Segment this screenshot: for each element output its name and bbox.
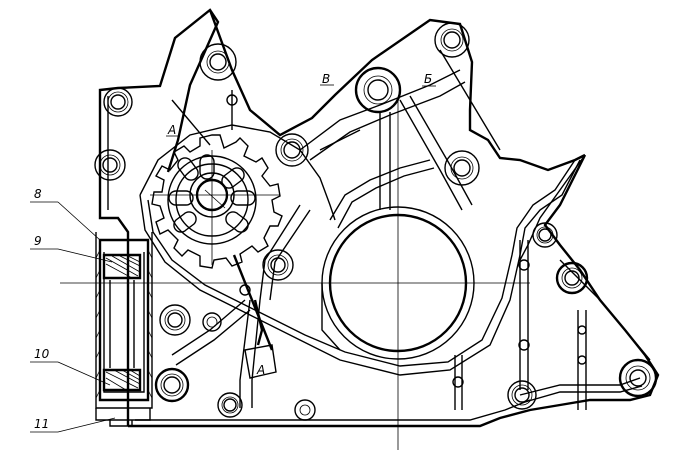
bolt-boss [294,399,316,421]
callout-11: 11 [34,417,49,431]
small-hole [518,259,530,271]
bolt-boss [532,222,558,248]
housing-outline [98,8,660,428]
bolt-boss [103,87,133,117]
view-label-b-alt: Б [424,72,432,86]
bolt-boss [217,392,243,418]
drive-gear [151,134,283,269]
callout-8: 8 [34,187,42,201]
callout-leaders [30,201,116,433]
bolt-boss [159,304,191,336]
small-hole [518,339,530,351]
main-bore [321,206,475,360]
section-label-a-top: A [167,123,176,137]
section-label-a-bottom: A [256,363,265,377]
bolt-boss [555,261,589,295]
relief-valve-section [95,232,153,427]
inner-cavity-outline [139,69,581,376]
bolt-boss [154,367,190,403]
bolt-boss [94,149,126,181]
small-hole [226,94,238,106]
center-axes [60,100,530,450]
bolt-boss [262,249,294,281]
callout-9: 9 [34,234,42,248]
bolt-boss [434,22,470,58]
bolt-boss [444,150,480,186]
bolt-boss [202,312,222,332]
bolt-boss [199,43,237,81]
callout-10: 10 [34,347,50,361]
housing-ribs [171,49,643,410]
view-label-b: B [322,72,330,86]
bolt-boss [618,358,658,398]
small-hole [577,325,587,335]
section-cut-line [232,254,277,379]
bolt-boss [354,66,402,114]
small-hole [577,355,587,365]
bolt-boss [275,133,309,167]
bolt-boss [507,380,537,410]
bolt-bosses [94,22,658,421]
small-hole [452,376,464,388]
